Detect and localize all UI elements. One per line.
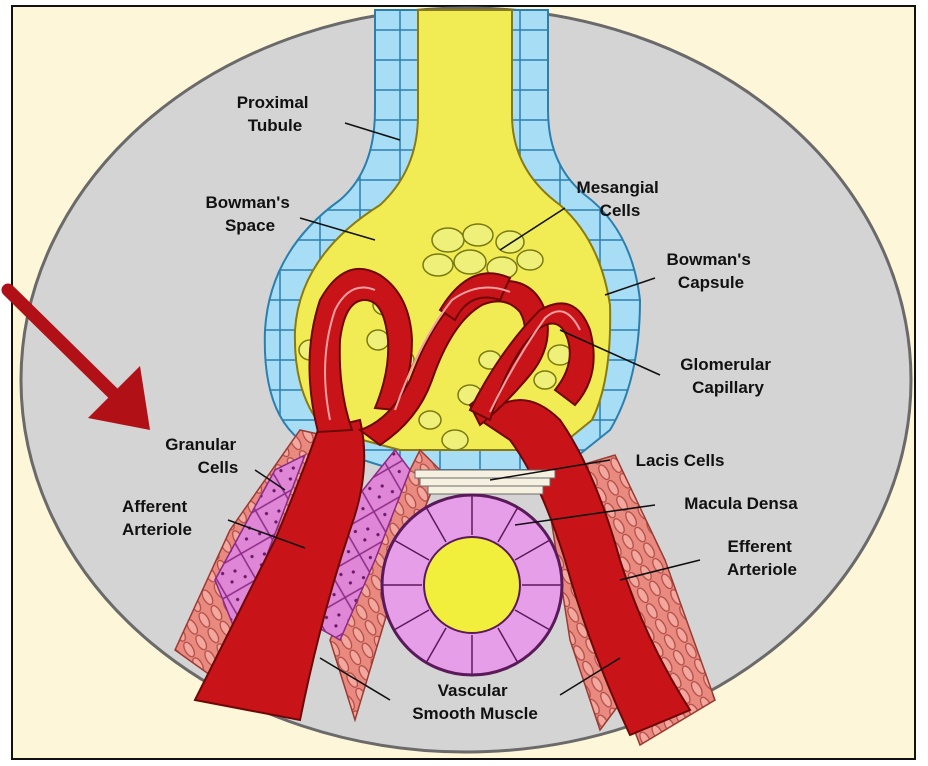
lacis-cells [415, 470, 555, 494]
tubule-lumen [424, 537, 520, 633]
label-macula-densa: Macula Densa [684, 494, 798, 513]
label-lacis-cells: Lacis Cells [636, 451, 725, 470]
